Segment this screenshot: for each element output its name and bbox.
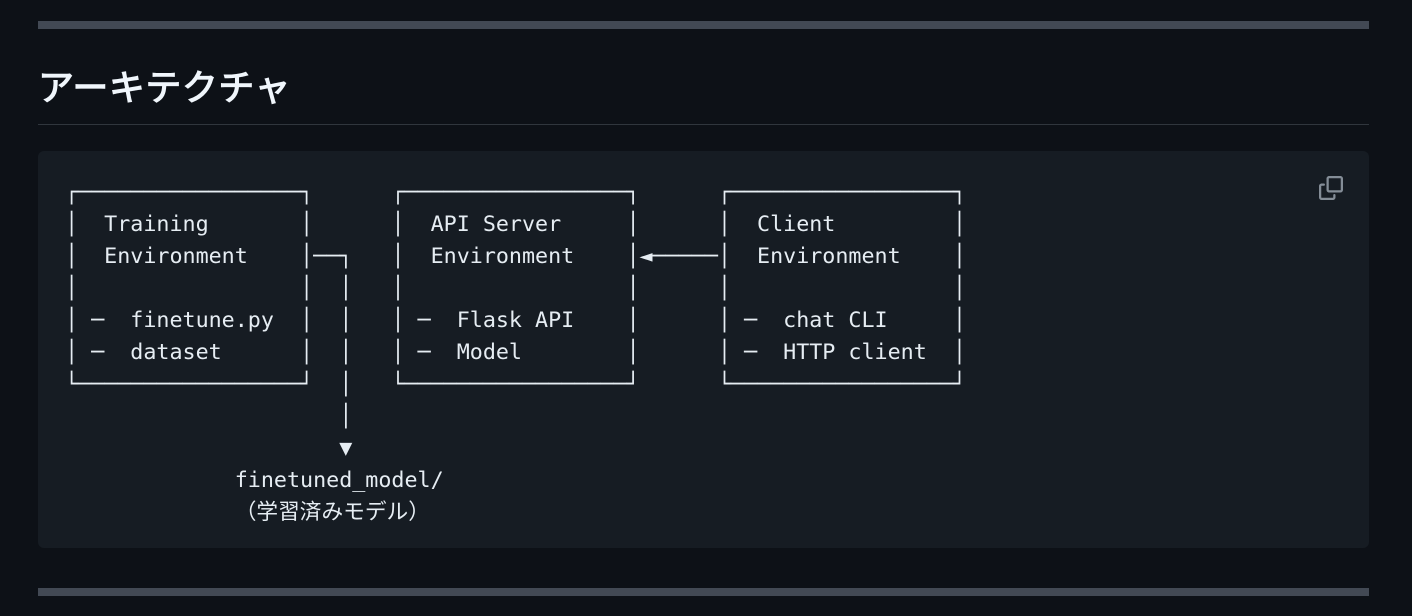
copy-icon bbox=[1319, 176, 1343, 200]
section-heading: アーキテクチャ bbox=[38, 68, 291, 109]
code-block: ┌─────────────────┐ ┌─────────────────┐ … bbox=[38, 151, 1369, 548]
copy-button[interactable] bbox=[1319, 176, 1343, 200]
horizontal-rule-bottom bbox=[38, 588, 1369, 596]
ascii-architecture-diagram: ┌─────────────────┐ ┌─────────────────┐ … bbox=[65, 180, 966, 525]
horizontal-rule-top bbox=[38, 21, 1369, 29]
heading-divider bbox=[38, 124, 1369, 125]
